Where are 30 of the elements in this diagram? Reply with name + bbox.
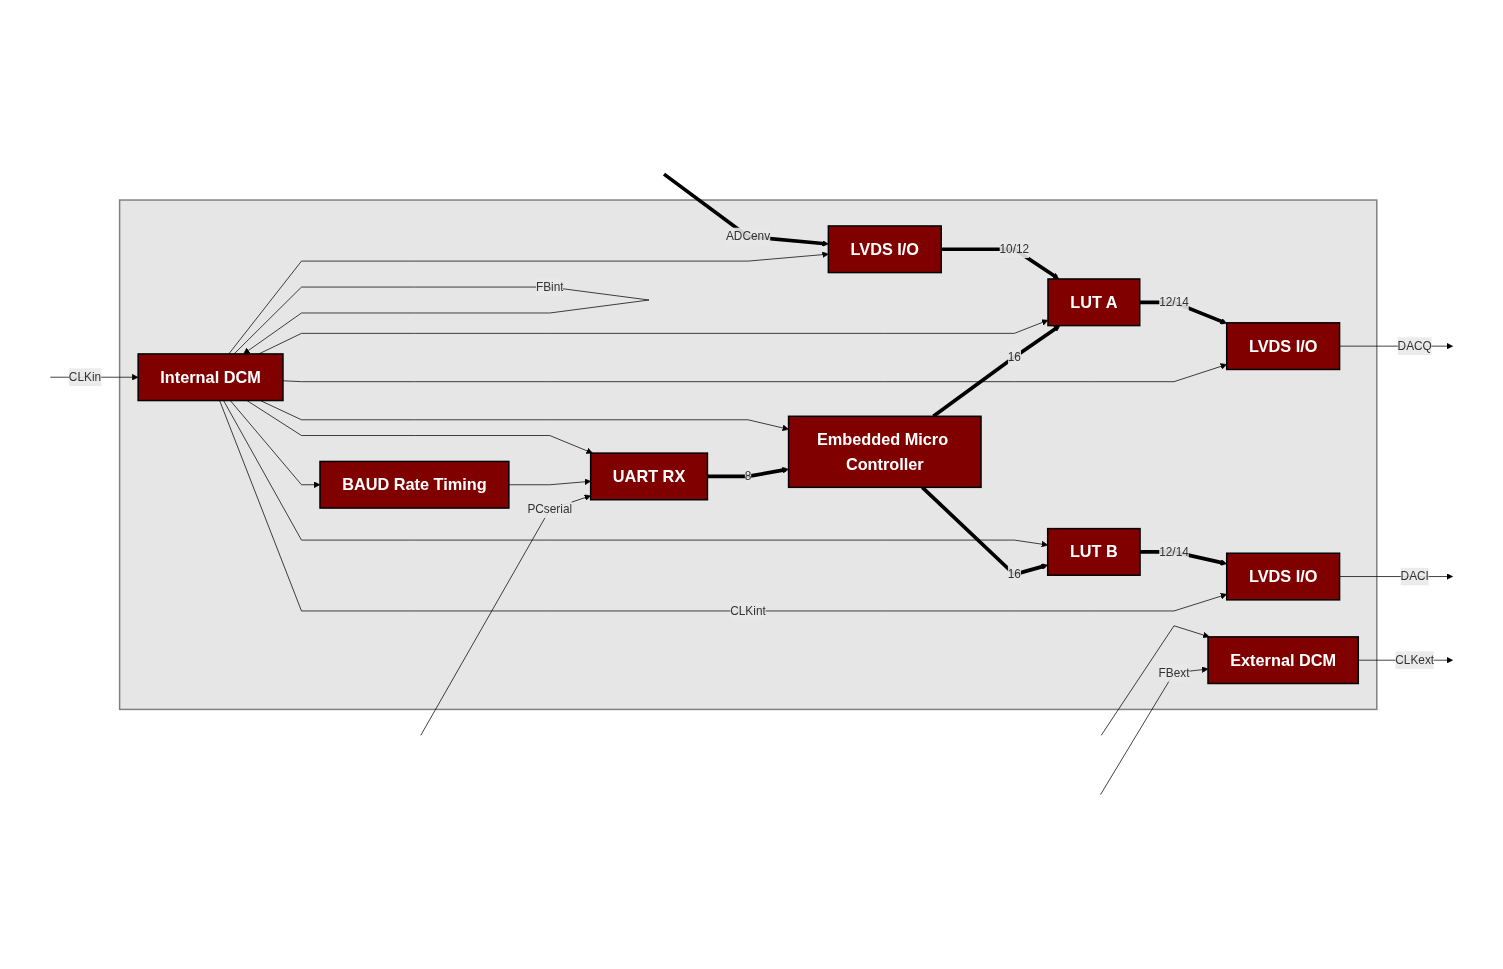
arrow [662, 172, 829, 247]
edge-label: PCserial [527, 502, 573, 516]
edge-label: 10/12 [999, 242, 1030, 256]
edge-label: DACI [1400, 570, 1429, 583]
node-box: Internal DCM [137, 353, 284, 402]
edge-label: 12/14 [1159, 545, 1189, 559]
cluster [118, 199, 1378, 711]
node-box: LVDS I/O [827, 225, 942, 274]
node-box: LUT B [1046, 528, 1141, 577]
edge-label: CLKint [730, 604, 766, 618]
node-box: UART RX [589, 452, 709, 501]
node-box: LUT A [1047, 278, 1141, 327]
node-box: External DCM [1207, 636, 1360, 685]
node-box: LVDS I/O [1225, 552, 1341, 601]
edge-label: 16 [1007, 350, 1021, 364]
node-box: BAUD Rate Timing [319, 460, 510, 509]
edge-label: 8 [744, 469, 752, 483]
edge-label: CLKin [68, 370, 102, 384]
arrow [932, 325, 1061, 418]
edge-label: ADCenv [725, 229, 771, 243]
node-box: Embedded Micro Controller [787, 415, 982, 489]
edge-label: DACQ [1397, 339, 1432, 353]
edge-label: FBext [1158, 666, 1190, 680]
edge-label: CLKext [1395, 653, 1435, 667]
edge-label: 16 [1007, 568, 1021, 581]
edge-label: 12/14 [1159, 295, 1189, 309]
node-box: LVDS I/O [1225, 322, 1341, 371]
arrow [921, 486, 1048, 577]
edge-label: FBint [535, 280, 564, 294]
arrow [707, 467, 789, 479]
